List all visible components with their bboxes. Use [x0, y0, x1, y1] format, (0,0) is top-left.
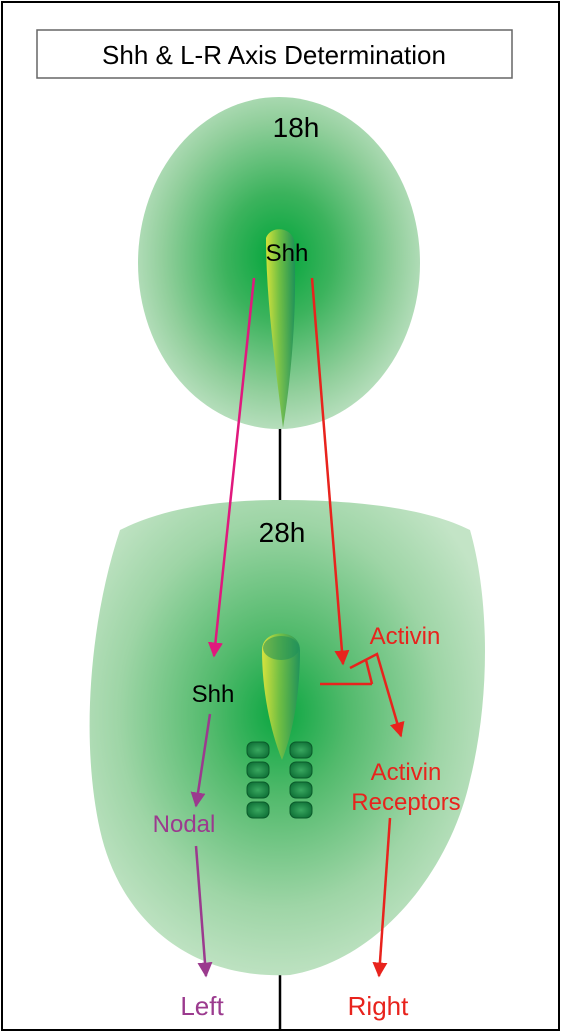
- somite: [247, 782, 269, 798]
- notochord-tip-28h: [263, 636, 299, 660]
- somite: [247, 742, 269, 758]
- somite: [290, 762, 312, 778]
- left-outcome-label: Left: [180, 991, 224, 1021]
- time-label-18h: 18h: [273, 112, 320, 143]
- nodal-label: Nodal: [153, 811, 216, 838]
- somite: [290, 782, 312, 798]
- diagram-title: Shh & L-R Axis Determination: [102, 40, 446, 70]
- time-label-28h: 28h: [259, 517, 306, 548]
- activin-receptors-line2: Receptors: [351, 789, 460, 816]
- somite: [290, 742, 312, 758]
- shh-label-28h: Shh: [192, 681, 235, 708]
- activin-label: Activin: [370, 623, 441, 650]
- somite: [290, 802, 312, 818]
- somite: [247, 802, 269, 818]
- activin-receptors-line1: Activin: [371, 759, 442, 786]
- right-outcome-label: Right: [348, 991, 409, 1021]
- somite: [247, 762, 269, 778]
- shh-label-18h: Shh: [266, 240, 309, 267]
